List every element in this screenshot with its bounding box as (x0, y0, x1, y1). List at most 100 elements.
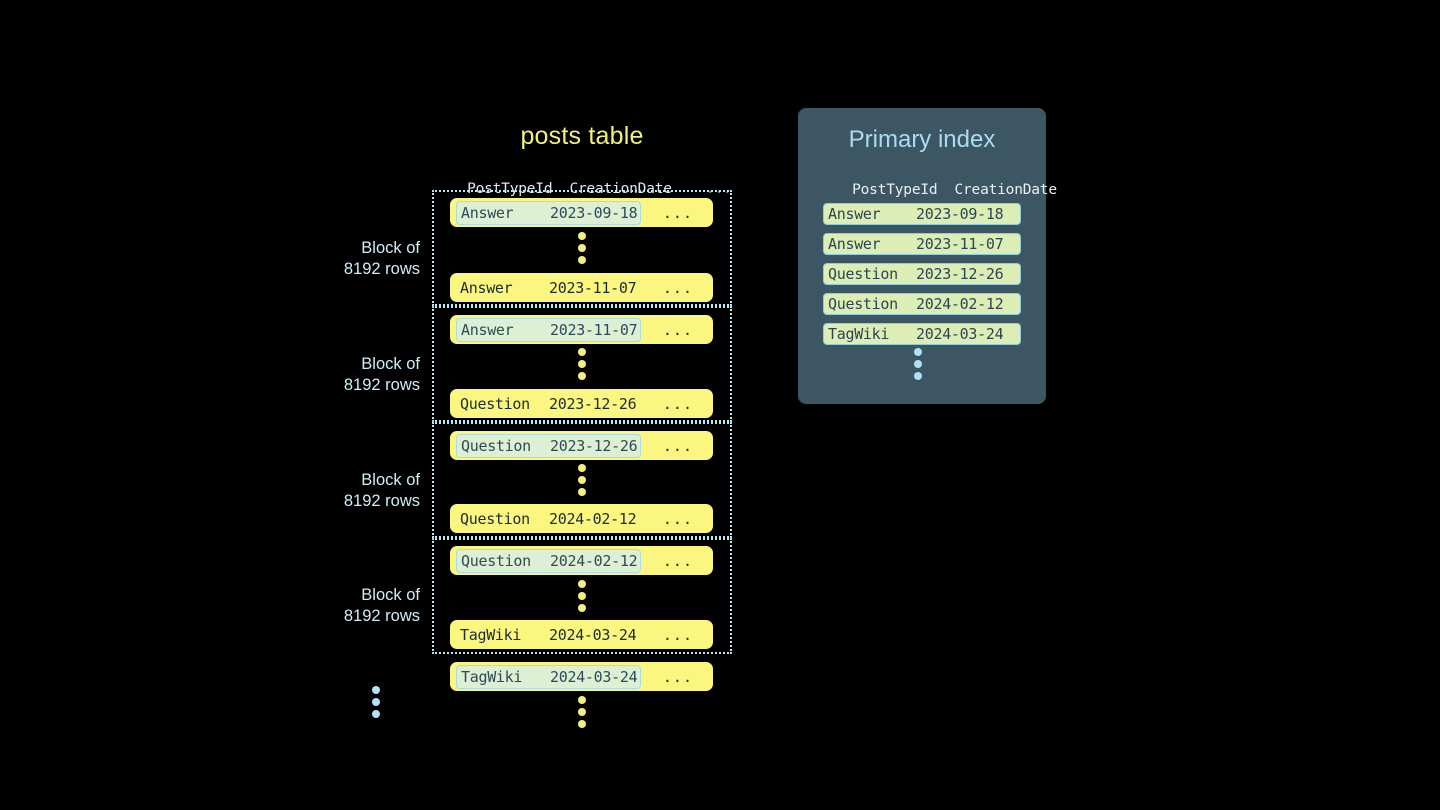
index-row[interactable]: Answer 2023-09-18 (823, 203, 1021, 225)
block-label-2: Block of 8192 rows (300, 354, 420, 396)
table-row[interactable]: Question 2023-12-26 ... (450, 389, 713, 418)
ellipsis-dot (577, 348, 586, 356)
cell-posttypeid: Answer (828, 205, 881, 223)
primary-index-title: Primary index (848, 126, 996, 153)
cell-creationdate: 2023-09-18 (916, 205, 1004, 223)
column-header-creationdate: CreationDate (569, 181, 672, 197)
cell-posttypeid: TagWiki (461, 667, 523, 686)
ellipsis-dot (577, 360, 586, 368)
cell-ellipsis: ... (662, 278, 693, 297)
table-row[interactable]: Question 2024-02-12 ... (450, 546, 713, 575)
cell-creationdate: 2023-09-18 (550, 203, 638, 222)
ellipsis-dot (577, 708, 586, 716)
primary-index-column-headers: PostTypeId CreationDate (818, 166, 1057, 214)
ellipsis-dot (371, 686, 380, 694)
ellipsis-dot (577, 464, 586, 472)
index-column-header-creationdate: CreationDate (954, 182, 1058, 198)
row-cells: Question 2024-02-12 (456, 548, 642, 573)
cell-posttypeid: Question (461, 436, 531, 455)
ellipsis-dot (913, 348, 922, 356)
ellipsis-dot (577, 476, 586, 484)
cell-creationdate: 2023-11-07 (549, 278, 637, 297)
blocks-ellipsis-vertical (371, 686, 380, 718)
block-label-2-line2: 8192 rows (343, 376, 420, 394)
block-label-3-line2: 8192 rows (343, 492, 420, 510)
index-ellipsis-vertical (913, 348, 922, 380)
cell-posttypeid: Answer (460, 278, 513, 297)
cell-creationdate: 2024-02-12 (549, 509, 637, 528)
cell-creationdate: 2023-12-26 (916, 265, 1004, 283)
cell-creationdate: 2024-02-12 (550, 551, 638, 570)
cell-posttypeid: Question (460, 509, 530, 528)
cell-ellipsis: ... (662, 436, 693, 455)
primary-index-entries: Answer 2023-09-18 Answer 2023-11-07 Questi… (823, 203, 1021, 353)
row-cells: TagWiki 2024-03-24 (456, 624, 639, 646)
block-label-4-line1: Block of (361, 586, 420, 604)
cell-ellipsis: ... (662, 509, 693, 528)
cell-posttypeid: Question (828, 295, 898, 313)
cell-creationdate: 2024-03-24 (550, 667, 638, 686)
row-cells: Question 2023-12-26 (456, 393, 639, 415)
table-row[interactable]: Question 2024-02-12 ... (450, 504, 713, 533)
row-cells: TagWiki 2024-03-24 (456, 664, 642, 689)
cell-posttypeid: Answer (461, 203, 514, 222)
ellipsis-dot (913, 360, 922, 368)
cell-ellipsis: ... (662, 394, 693, 413)
ellipsis-dot (577, 696, 586, 704)
posts-table-title: posts table (520, 122, 644, 150)
table-row[interactable]: Answer 2023-11-07 ... (450, 273, 713, 302)
block-frame-2 (432, 306, 732, 422)
index-column-header-posttypeid: PostTypeId (852, 182, 938, 198)
block-label-2-line1: Block of (361, 355, 420, 373)
ellipsis-dot (577, 580, 586, 588)
cell-ellipsis: ... (662, 551, 693, 570)
cell-creationdate: 2023-11-07 (916, 235, 1004, 253)
table-ellipsis-vertical (577, 696, 586, 728)
ellipsis-dot (577, 604, 586, 612)
rows-ellipsis-vertical (577, 232, 586, 264)
ellipsis-dot (577, 720, 586, 728)
cell-posttypeid: Answer (828, 235, 881, 253)
rows-ellipsis-vertical (577, 580, 586, 612)
row-cells: Answer 2023-11-07 (456, 317, 642, 342)
block-label-4: Block of 8192 rows (300, 585, 420, 627)
row-cells: Answer 2023-11-07 (456, 277, 639, 299)
block-frame-4 (432, 538, 732, 654)
cell-creationdate: 2023-12-26 (549, 394, 637, 413)
block-label-4-line2: 8192 rows (343, 607, 420, 625)
cell-creationdate: 2024-03-24 (916, 325, 1004, 343)
ellipsis-dot (913, 372, 922, 380)
cell-posttypeid: Question (828, 265, 898, 283)
primary-index-panel: Primary index PostTypeId CreationDate An… (798, 108, 1057, 404)
block-label-1-line2: 8192 rows (343, 260, 420, 278)
cell-creationdate: 2024-03-24 (549, 625, 637, 644)
ellipsis-dot (577, 592, 586, 600)
index-row[interactable]: Question 2023-12-26 (823, 263, 1021, 285)
table-row[interactable]: TagWiki 2024-03-24 ... (450, 662, 713, 691)
block-label-3: Block of 8192 rows (300, 470, 420, 512)
block-frame-3 (432, 422, 732, 538)
block-label-1-line1: Block of (361, 239, 420, 257)
index-row[interactable]: Answer 2023-11-07 (823, 233, 1021, 255)
cell-posttypeid: Question (460, 394, 530, 413)
ellipsis-dot (577, 256, 586, 264)
row-cells: Question 2024-02-12 (456, 508, 639, 530)
block-frame-1 (432, 190, 732, 306)
cell-posttypeid: TagWiki (460, 625, 522, 644)
row-cells: Answer 2023-09-18 (456, 200, 642, 225)
cell-posttypeid: Question (461, 551, 531, 570)
block-label-3-line1: Block of (361, 471, 420, 489)
cell-creationdate: 2023-11-07 (550, 320, 638, 339)
ellipsis-dot (577, 232, 586, 240)
posts-table-column-headers: PostTypeId CreationDate ... (450, 165, 732, 197)
cell-ellipsis: ... (662, 667, 693, 686)
ellipsis-dot (577, 244, 586, 252)
rows-ellipsis-vertical (577, 348, 586, 380)
cell-posttypeid: Answer (461, 320, 514, 339)
